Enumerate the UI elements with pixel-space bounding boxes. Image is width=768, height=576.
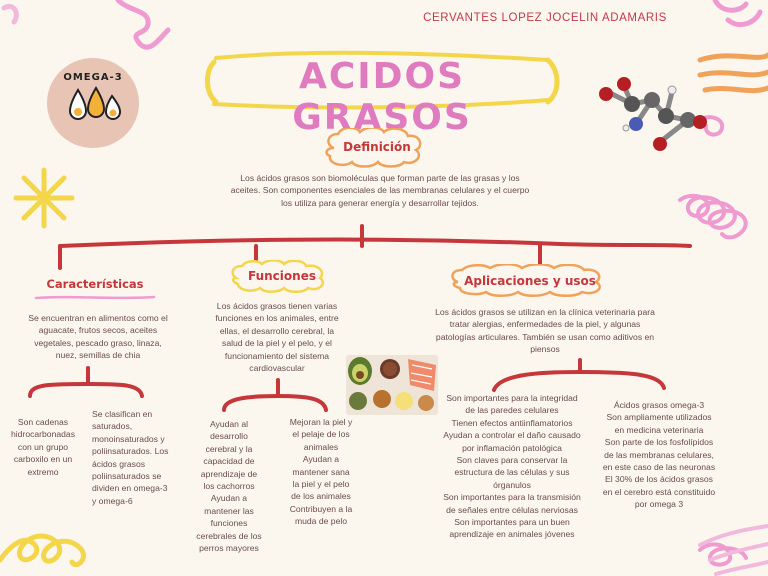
funciones-heading: Funciones [248, 269, 316, 283]
caracteristicas-line: aguacate, frutos secos, aceites [38, 325, 158, 336]
text-line: de las membranas celulares, [604, 449, 714, 460]
text-line: carboxilo en un [13, 454, 73, 465]
text-line: cerebrales de los [196, 530, 262, 541]
text-line: Contribuyen a la [289, 503, 353, 514]
funciones-cloud [231, 260, 325, 293]
text-line: de los animales [291, 491, 351, 502]
author-name: CERVANTES LOPEZ JOCELIN ADAMARIS [423, 12, 667, 24]
funciones-line: funciones en los animales, entre [215, 313, 339, 324]
aplicaciones-line: piensos [530, 344, 560, 355]
text-line: animales [303, 441, 339, 452]
funciones-line: funcionamiento del sistema [224, 350, 330, 361]
funciones-line: salud de la piel y el pelo, y el [222, 338, 332, 349]
oil-drops-icon [68, 86, 122, 120]
aplicaciones-heading: Aplicaciones y usos [464, 274, 596, 288]
text-line: Son parte de los fosfolípidos [604, 437, 714, 448]
text-line: Son cadenas [17, 417, 69, 427]
text-line: con un grupo [17, 441, 69, 452]
text-line: los cachorros [203, 481, 255, 492]
text-line: poliinsaturados se [92, 471, 162, 482]
text-line: la piel y el pelo [292, 479, 350, 490]
definicion-heading: Definición [343, 140, 411, 154]
text-line: Ayudan a [302, 454, 340, 465]
definicion-text: Los ácidos grasos son biomoléculas que f… [180, 172, 580, 209]
text-line: hidrocarbonadas [10, 429, 76, 440]
text-line: monoinsaturados y [92, 433, 165, 444]
molecule-icon [599, 77, 707, 151]
text-line: Mejoran la piel y [289, 417, 353, 427]
text-line: por omega 3 [634, 499, 684, 510]
text-line: Tienen efectos antiinflamatorios [451, 417, 573, 428]
text-line: capacidad de [203, 456, 255, 467]
text-line: Se clasifican en [92, 409, 153, 419]
text-line: mantener las [204, 505, 254, 516]
text-line: desarrollo [210, 431, 248, 442]
funciones-line: ellas, el desarrollo cerebral, la [219, 325, 335, 336]
text-line: y omega-6 [92, 495, 133, 506]
text-line: poliinsaturados. Los [92, 446, 169, 457]
definicion-line: los utiliza para generar energía y desar… [281, 197, 479, 208]
text-line: Ayudan a [210, 493, 248, 504]
definicion-cloud [325, 128, 422, 168]
text-line: Son importantes para la transmisión [443, 492, 581, 503]
page-title: ACIDOS GRASOS [292, 56, 472, 138]
aplicaciones-text: Los ácidos grasos se utilizan en la clín… [400, 306, 690, 356]
text-line: saturados, [92, 421, 133, 432]
text-line: cerebral y la [205, 443, 253, 454]
text-line: mantener sana [292, 466, 350, 477]
funciones-left-text: Ayudan al desarrollo cerebral y la capac… [184, 418, 274, 554]
text-line: Ayudan a controlar el daño causado [443, 430, 581, 441]
text-line: funciones [210, 518, 248, 529]
caracteristicas-right-text: Se clasifican en saturados, monoinsatura… [92, 408, 196, 507]
definicion-line: aceites. Son componentes esenciales de l… [230, 185, 530, 196]
text-line: estructura de las células y sus [454, 467, 570, 478]
text-line: de las paredes celulares [465, 405, 559, 416]
aplicaciones-line: Los ácidos grasos se utilizan en la clín… [435, 307, 655, 317]
text-line: el pelaje de los [292, 429, 350, 440]
text-line: ácidos grasos [92, 458, 146, 469]
text-line: órganulos [493, 479, 531, 490]
caracteristicas-heading: Características [46, 277, 144, 291]
aplicaciones-line: tratar alergias, enfermedades de la piel… [449, 319, 641, 330]
caracteristicas-line: vegetales, pescado graso, linaza, [34, 337, 162, 348]
aplicaciones-cloud [451, 264, 601, 297]
text-line: muda de pelo [294, 516, 348, 527]
text-line: Son claves para conservar la [456, 455, 568, 466]
definicion-line: Los ácidos grasos son biomoléculas que f… [240, 173, 520, 183]
text-line: Son importantes para la integridad [446, 393, 578, 403]
caracteristicas-line: nuez, semillas de chia [55, 350, 141, 361]
text-line: Son importantes para un buen [454, 517, 570, 528]
caracteristicas-line: Se encuentran en alimentos como el [28, 313, 168, 323]
text-line: en medicina veterinaria [614, 424, 704, 435]
title-frame: ACIDOS GRASOS [212, 52, 552, 138]
text-line: extremo [27, 466, 59, 477]
aplicaciones-right-text: Ácidos grasos omega-3 Son ampliamente ut… [600, 399, 718, 511]
omega3-label: OMEGA-3 [63, 72, 123, 83]
aplicaciones-line: patologías articulares. También se usan … [435, 331, 655, 342]
funciones-right-text: Mejoran la piel y el pelaje de los anima… [278, 416, 364, 528]
text-line: en el cerebro está constituido [602, 486, 716, 497]
text-line: aprendizaje de [200, 468, 258, 479]
text-line: dividen en omega-3 [92, 483, 168, 494]
aplicaciones-left-text: Son importantes para la integridad de la… [424, 392, 600, 541]
healthy-fats-food-image [346, 355, 438, 415]
text-line: por inflamación patológica [462, 442, 562, 453]
funciones-line: Los ácidos grasos tienen varias [216, 301, 338, 311]
text-line: Ayudan al [209, 419, 249, 429]
funciones-line: cardiovascular [249, 363, 305, 374]
text-line: de señales entre células nerviosas [446, 504, 578, 515]
text-line: aprendizaje en animales jóvenes [449, 529, 575, 540]
text-line: perros mayores [199, 543, 259, 554]
caracteristicas-text: Se encuentran en alimentos como el aguac… [8, 312, 188, 362]
text-line: Ácidos grasos omega-3 [613, 400, 705, 410]
text-line: El 30% de los ácidos grasos [605, 474, 713, 485]
text-line: en este caso de las neuronas [602, 462, 716, 473]
caracteristicas-left-text: Son cadenas hidrocarbonadas con un grupo… [0, 416, 86, 478]
caracteristicas-underline [34, 295, 156, 300]
funciones-text: Los ácidos grasos tienen varias funcione… [192, 300, 362, 374]
text-line: Son ampliamente utilizados [606, 412, 712, 423]
